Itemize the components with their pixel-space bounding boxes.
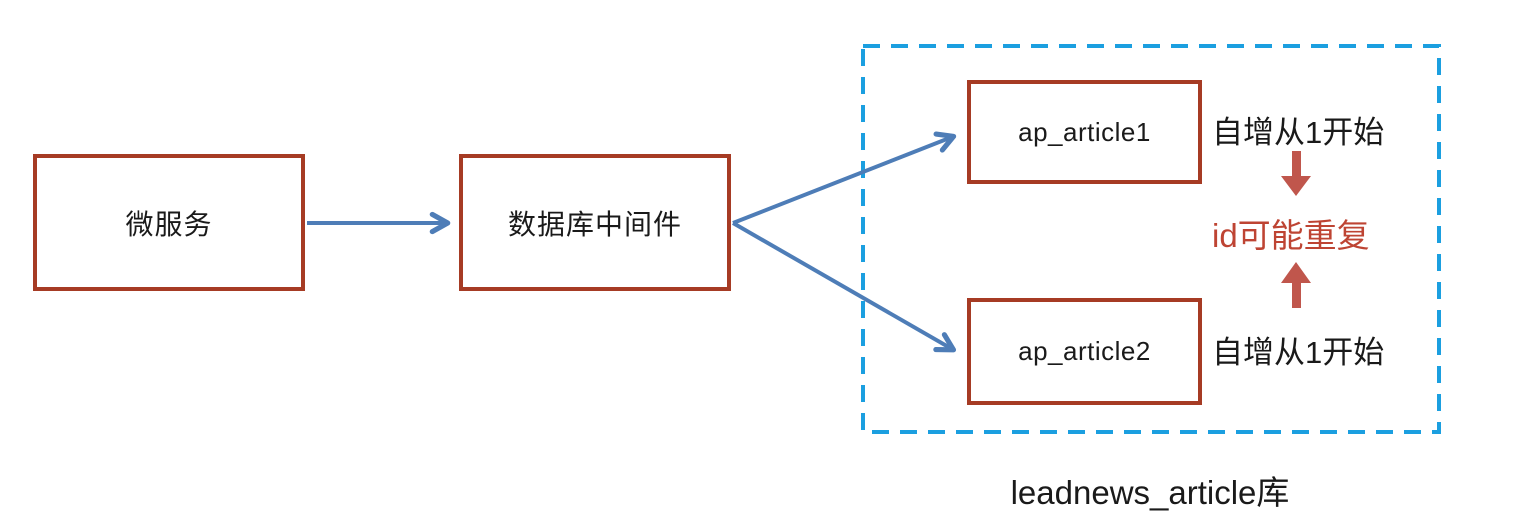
node-microservice-label: 微服务	[125, 208, 213, 240]
node-db-middleware: 数据库中间件	[459, 154, 731, 291]
node-ap-article2-label: ap_article2	[1018, 336, 1151, 366]
annotation-auto-increment-2: 自增从1开始	[1212, 335, 1385, 370]
database-region-label: leadnews_article库	[1010, 474, 1290, 511]
connector-middleware-to-article1	[732, 131, 957, 225]
annotation-id-duplicate: id可能重复	[1212, 217, 1370, 254]
node-ap-article2: ap_article2	[967, 298, 1202, 405]
annotation-auto-increment-1: 自增从1开始	[1212, 115, 1385, 150]
node-db-middleware-label: 数据库中间件	[507, 208, 682, 240]
red-up-arrow-icon	[1281, 262, 1311, 308]
node-ap-article1: ap_article1	[967, 80, 1202, 184]
connector-middleware-to-article2	[732, 221, 957, 353]
node-ap-article1-label: ap_article1	[1018, 116, 1151, 147]
node-microservice: 微服务	[33, 154, 305, 291]
red-down-arrow-icon	[1281, 151, 1311, 196]
